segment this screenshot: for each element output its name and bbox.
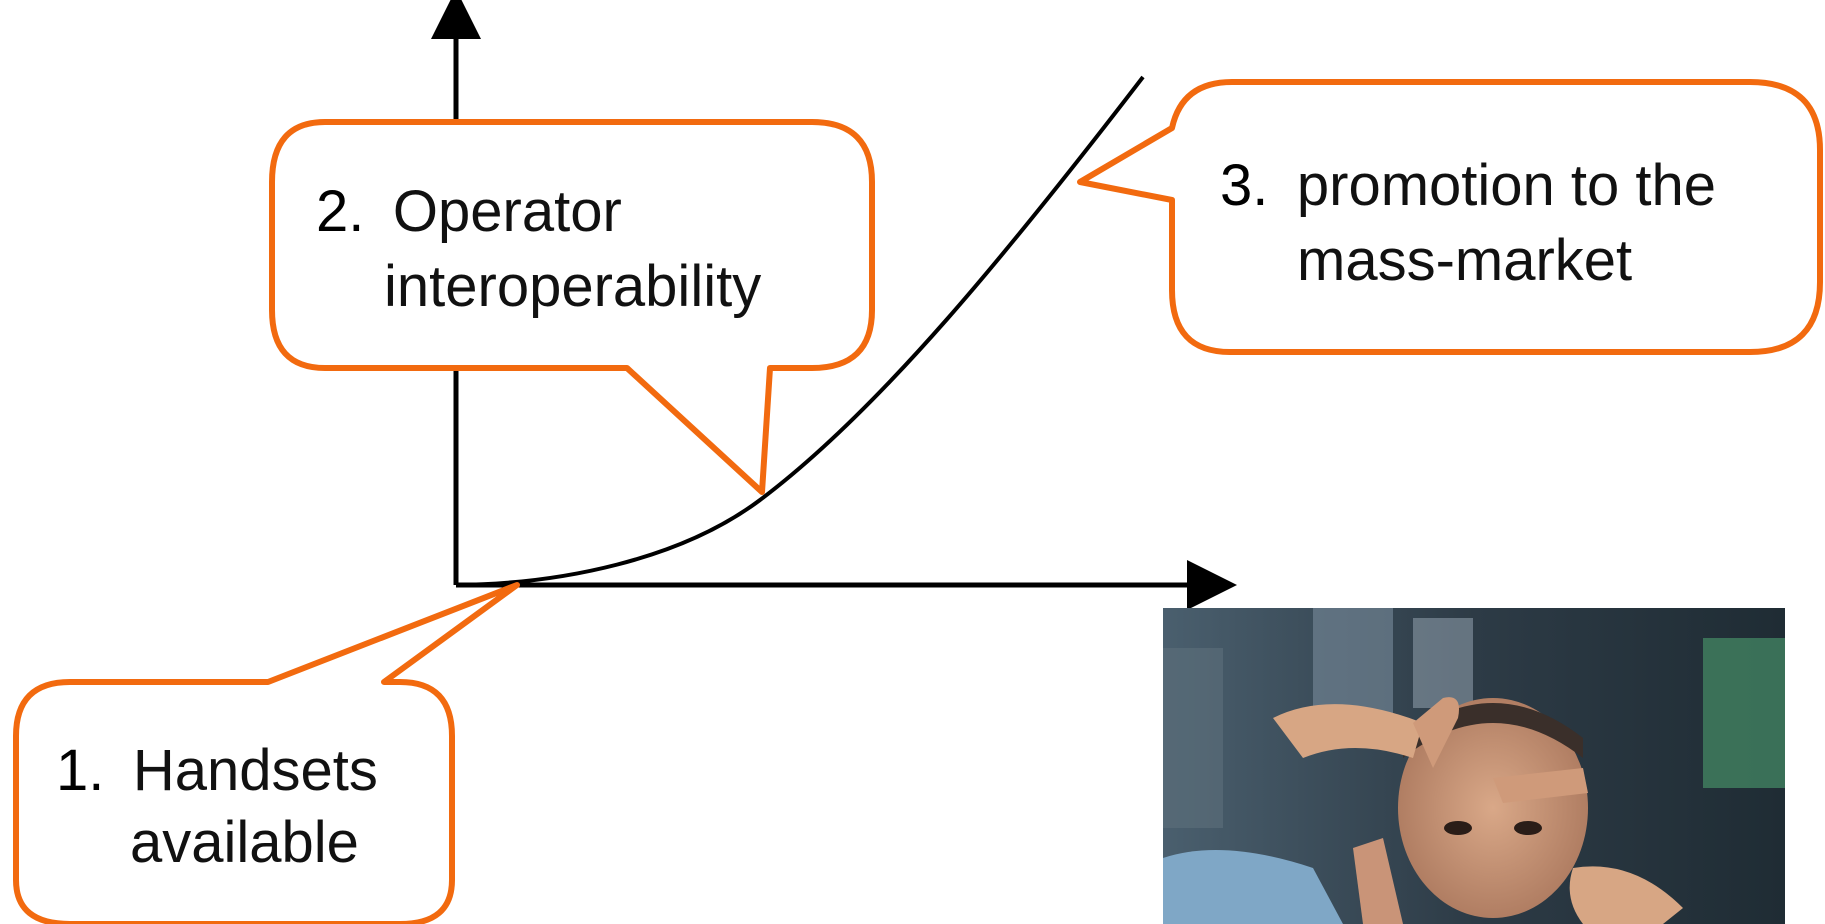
callout-2-number: 2. (316, 179, 364, 244)
callout-1-line-2: available (130, 810, 359, 875)
callout-mass-market: 3. promotion to the mass-market (1077, 79, 1823, 355)
svg-text:2. Operator: 2. Operator (316, 179, 622, 244)
callout-1-line-1: Handsets (133, 738, 378, 803)
callout-3-number: 3. (1220, 153, 1268, 218)
callout-3-line-1: promotion to the (1297, 153, 1716, 218)
callout-handsets-available: 1. Handsets available (13, 582, 520, 924)
callout-2-line-2: interoperability (384, 254, 761, 319)
callout-2-line-1: Operator (393, 179, 622, 244)
adoption-curve (455, 75, 1145, 587)
svg-text:3. promotion to the: 3. promotion to the (1220, 153, 1716, 218)
photo-man-framing-hands (1163, 608, 1785, 924)
svg-text:1. Handsets: 1. Handsets (56, 738, 378, 803)
callout-3-line-2: mass-market (1297, 228, 1632, 293)
callout-operator-interoperability: 2. Operator interoperability (269, 119, 875, 495)
callout-1-number: 1. (56, 738, 104, 803)
